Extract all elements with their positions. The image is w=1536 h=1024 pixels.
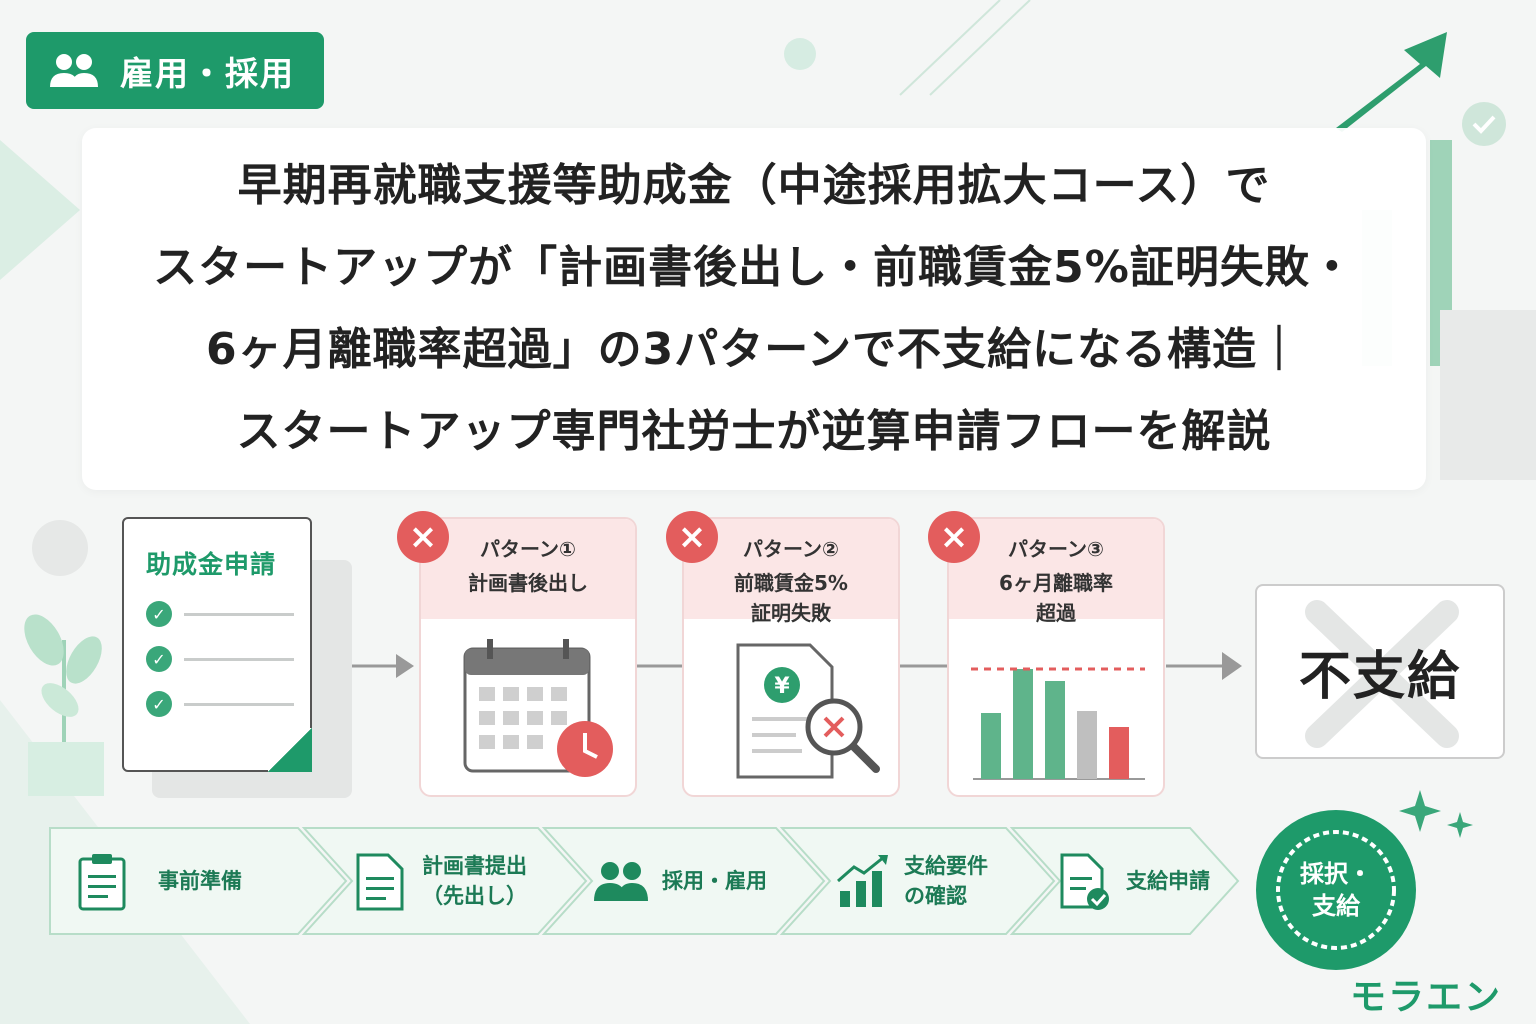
application-document-title: 助成金申請 bbox=[146, 550, 277, 579]
pattern-card-1: パターン① 計画書後出し bbox=[419, 517, 637, 797]
pattern-3-label: パターン③ bbox=[1008, 537, 1104, 561]
category-label: 雇用・採用 bbox=[120, 53, 295, 93]
flow-step-3: 採用・雇用 bbox=[592, 826, 767, 936]
bar-chart-threshold-icon bbox=[971, 667, 1145, 780]
fail-x-icon: × bbox=[928, 511, 980, 563]
fail-x-icon: × bbox=[397, 511, 449, 563]
fail-x-icon: × bbox=[666, 511, 718, 563]
application-document: 助成金申請 ✓ ✓ ✓ bbox=[122, 517, 312, 772]
pattern-3-desc-1: 6ヶ月離職率 bbox=[999, 571, 1113, 595]
check-icon: ✓ bbox=[146, 691, 172, 717]
yen-document-magnifier-icon: ¥ bbox=[736, 643, 880, 779]
category-badge: 雇用・採用 bbox=[26, 32, 324, 109]
growth-chart-icon bbox=[837, 855, 888, 907]
checklist-item: ✓ bbox=[146, 601, 294, 627]
award-seal-icon bbox=[1256, 810, 1416, 970]
flow-step-3-label: 採用・雇用 bbox=[662, 869, 767, 893]
people-icon bbox=[594, 862, 648, 901]
flow-step-2: 計画書提出 （先出し） bbox=[352, 826, 527, 936]
flow-step-5: 支給申請 bbox=[1056, 826, 1210, 936]
flow-step-1-label: 事前準備 bbox=[158, 869, 242, 893]
title-line-3: 6ヶ月離職率超過」の3パターンで不支給になる構造｜ bbox=[205, 324, 1303, 375]
pattern-1-desc: 計画書後出し bbox=[468, 571, 588, 595]
flow-step-1: 事前準備 bbox=[74, 826, 242, 936]
pattern-2-desc-2: 証明失敗 bbox=[751, 601, 831, 625]
pattern-card-3: パターン③ 6ヶ月離職率 超過 bbox=[947, 517, 1165, 797]
document-icon bbox=[356, 853, 404, 911]
cross-mark-icon bbox=[1305, 600, 1459, 748]
check-icon: ✓ bbox=[146, 646, 172, 672]
result-box: 不支給 bbox=[1255, 584, 1505, 759]
page-fold bbox=[268, 728, 312, 772]
result-label: 不支給 bbox=[1298, 647, 1461, 707]
checklist-item: ✓ bbox=[146, 691, 294, 717]
title-line-1: 早期再就職支援等助成金（中途採用拡大コース）で bbox=[237, 160, 1271, 211]
pattern-2-desc-1: 前職賃金5% bbox=[734, 571, 848, 595]
pattern-3-desc-2: 超過 bbox=[1036, 601, 1076, 625]
check-icon: ✓ bbox=[146, 601, 172, 627]
pattern-2-label: パターン② bbox=[743, 537, 839, 561]
people-icon bbox=[50, 53, 98, 87]
title-card: 早期再就職支援等助成金（中途採用拡大コース）で スタートアップが「計画書後出し・… bbox=[82, 128, 1426, 490]
flow-step-4: 支給要件 の確認 bbox=[834, 826, 988, 936]
clipboard-icon bbox=[78, 854, 126, 911]
pattern-card-2: パターン② 前職賃金5% 証明失敗 ¥ bbox=[682, 517, 900, 797]
title-line-4: スタートアップ専門社労士が逆算申請フローを解説 bbox=[236, 406, 1272, 457]
flow-step-2-label-2: （先出し） bbox=[422, 884, 527, 908]
checklist-item: ✓ bbox=[146, 646, 294, 672]
final-seal-label: 採択・ 支給 bbox=[1300, 860, 1372, 920]
pattern-1-label: パターン① bbox=[480, 537, 576, 561]
flow-step-2-label-1: 計画書提出 bbox=[422, 854, 527, 878]
flow-step-4-label-1: 支給要件 bbox=[904, 854, 988, 878]
flow-step-4-label-2: の確認 bbox=[904, 884, 967, 908]
calendar-clock-icon bbox=[463, 639, 613, 777]
title-line-2: スタートアップが「計画書後出し・前職賃金5%証明失敗・ bbox=[153, 242, 1355, 293]
brand-logo: モラエン bbox=[1350, 977, 1503, 1018]
flow-step-5-label: 支給申請 bbox=[1126, 869, 1210, 893]
svg-text:¥: ¥ bbox=[774, 674, 790, 699]
document-check-icon bbox=[1060, 853, 1109, 910]
